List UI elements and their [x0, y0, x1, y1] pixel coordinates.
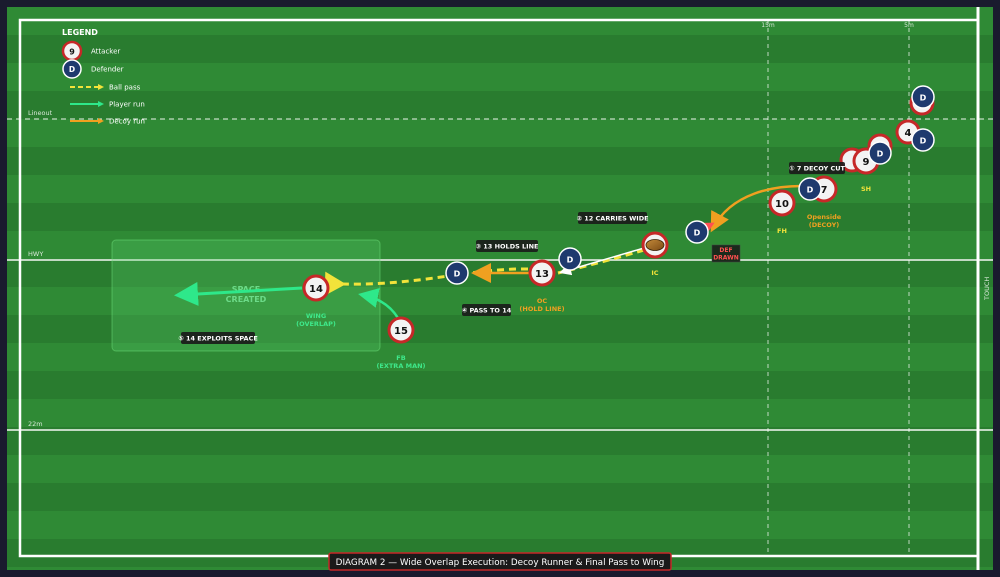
attacker-15: 15: [387, 316, 415, 344]
space-created-zone: [111, 239, 381, 352]
fb-support-run: [358, 288, 400, 319]
svg-text:DEF: DEF: [719, 247, 732, 254]
legend-decoy-run-label: Decoy run: [109, 118, 145, 126]
lineout-label: Lineout: [28, 109, 53, 117]
role-openside-decoy: (DECOY): [809, 221, 840, 229]
grass-stripe: [7, 483, 993, 511]
attacker-12-ball-carrier: [641, 231, 669, 259]
legend-player-run-label: Player run: [109, 101, 145, 109]
grass-stripe: [7, 203, 993, 231]
callout-step1: ① 7 DECOY CUT: [789, 162, 846, 174]
role-sh: SH: [861, 185, 871, 193]
role-fb: FB: [396, 354, 405, 362]
rugby-ball-icon: [645, 239, 665, 251]
hwy-label: HWY: [28, 250, 43, 258]
legend-defender-icon: D: [62, 59, 82, 79]
callout-step2: ② 12 CARRIES WIDE: [576, 212, 649, 224]
role-ic: IC: [651, 269, 658, 277]
grass-stripe: [7, 35, 993, 63]
legend-attacker-label: Attacker: [91, 48, 120, 56]
grass-stripe: [7, 91, 993, 119]
grass-stripe: [7, 371, 993, 399]
legend-ball-pass-label: Ball pass: [109, 84, 141, 92]
defender-lineout: D: [911, 128, 935, 152]
legend: LEGEND 9 Attacker D Defender Ball pass P…: [61, 28, 145, 126]
legend-defender-label: Defender: [91, 66, 124, 74]
defender-openside: D: [798, 177, 822, 201]
svg-text:7: 7: [821, 185, 828, 196]
svg-text:D: D: [877, 150, 884, 159]
svg-text:9: 9: [69, 48, 75, 57]
svg-text:15: 15: [394, 326, 408, 337]
role-openside: Openside: [807, 213, 842, 221]
attacker-14: 14: [302, 274, 330, 302]
grass-stripes: [7, 35, 993, 567]
space-created-line2: CREATED: [226, 295, 267, 304]
svg-text:⑤ 14 EXPLOITS SPACE: ⑤ 14 EXPLOITS SPACE: [178, 335, 258, 343]
attacker-10: 10: [768, 189, 796, 217]
svg-text:D: D: [920, 137, 927, 146]
role-wing: WING: [306, 312, 326, 320]
svg-text:② 12 CARRIES WIDE: ② 12 CARRIES WIDE: [576, 215, 648, 223]
svg-text:③ 13 HOLDS LINE: ③ 13 HOLDS LINE: [476, 243, 539, 251]
wing-exploit-run: [174, 281, 303, 306]
role-wing-overlap: (OVERLAP): [296, 320, 336, 328]
defender-ruck: D: [868, 141, 892, 165]
legend-title: LEGEND: [62, 28, 98, 37]
diagram-title-bar: DIAGRAM 2 — Wide Overlap Execution: Deco…: [328, 552, 672, 571]
svg-text:10: 10: [775, 199, 789, 210]
grass-stripe: [7, 427, 993, 455]
line-22m-label: 22m: [28, 420, 43, 428]
role-fh: FH: [777, 227, 787, 235]
svg-text:④ PASS TO 14: ④ PASS TO 14: [462, 307, 512, 315]
diagram-title: DIAGRAM 2 — Wide Overlap Execution: Deco…: [336, 558, 665, 568]
callout-step5: ⑤ 14 EXPLOITS SPACE: [178, 332, 258, 344]
legend-attacker-icon: 9: [61, 40, 83, 62]
callout-step4: ④ PASS TO 14: [462, 304, 512, 316]
grass-stripe: [7, 315, 993, 343]
svg-text:DRAWN: DRAWN: [713, 255, 739, 262]
svg-text:D: D: [694, 229, 701, 238]
ball-pass-13-to-14: [324, 267, 529, 296]
mark-15m-label: 15m: [761, 22, 775, 29]
mark-5m-label: 5m: [904, 22, 914, 29]
svg-text:4: 4: [905, 128, 912, 139]
svg-text:① 7 DECOY CUT: ① 7 DECOY CUT: [789, 165, 845, 173]
defender-outside: D: [445, 261, 469, 285]
svg-text:D: D: [807, 186, 814, 195]
svg-text:D: D: [454, 270, 461, 279]
def-drawn-badge: DEF DRAWN: [711, 244, 741, 263]
defender-top: D: [911, 85, 935, 109]
defender-centre: D: [558, 247, 582, 271]
role-oc-hold: (HOLD LINE): [519, 305, 564, 313]
role-fb-extra: (EXTRA MAN): [376, 362, 425, 370]
touch-label: TOUCH: [983, 277, 991, 301]
callout-step3: ③ 13 HOLDS LINE: [476, 240, 539, 252]
svg-text:9: 9: [863, 157, 870, 168]
svg-text:D: D: [567, 256, 574, 265]
svg-text:13: 13: [535, 269, 549, 280]
svg-text:14: 14: [309, 284, 323, 295]
svg-text:D: D: [920, 94, 927, 103]
defender-drawn: D: [685, 220, 709, 244]
role-oc: OC: [537, 297, 548, 305]
attacker-13: 13: [528, 259, 556, 287]
space-created-line1: SPACE: [232, 285, 260, 294]
svg-text:D: D: [69, 65, 75, 74]
